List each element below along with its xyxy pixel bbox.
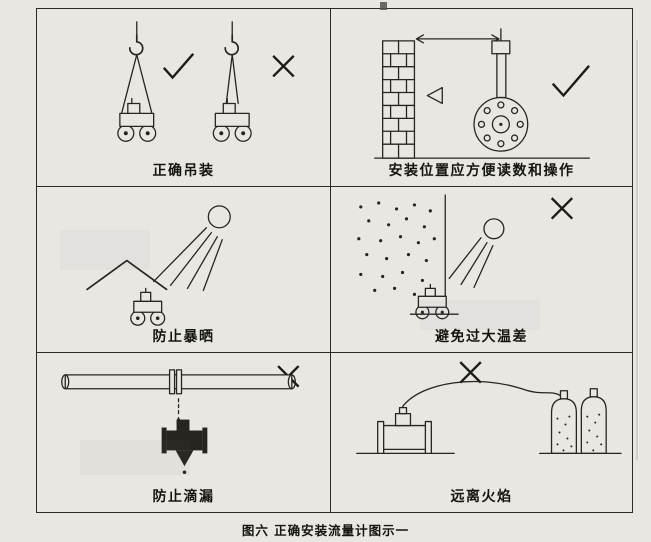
panel-label-sunshade: 防止暴晒 [152,329,215,345]
shade-roof [86,259,168,291]
sun-icon [483,218,505,240]
brick-wall [382,40,416,159]
panel-hoisting: 正确吊装 [37,9,331,187]
hose-line [401,380,564,408]
flow-meter-front [473,28,529,152]
pipe [61,369,296,395]
flow-meter-dark [161,419,208,475]
panel-label-drip: 防止滴漏 [152,489,215,505]
x-icon [459,361,482,384]
sun-rays [448,237,494,289]
check-icon [162,53,195,80]
flow-meter [212,97,252,142]
flow-meter-flanged [377,407,432,455]
sun-rays [153,227,223,292]
x-icon [550,197,574,220]
panel-flame: 远离火焰 [331,353,632,512]
check-icon [551,65,590,98]
x-icon [272,55,295,78]
cold-dots [357,201,436,296]
crane-hook-icon [224,21,239,56]
figure-grid: 正确吊装 [36,8,633,513]
sun-icon [207,205,231,229]
gas-cylinders [538,388,622,455]
drip-illustration [61,365,300,475]
flow-meter [415,283,450,320]
panel-drip: 防止滴漏 [37,353,331,512]
panel-position: 安装位置应方便读数和操作 [331,9,632,187]
flow-meter [117,97,157,142]
panel-label-hoisting: 正确吊装 [152,163,215,179]
flame-illustration [356,361,622,455]
panel-label-temperature: 避免过大温差 [435,329,528,345]
triangle-marker [426,86,443,105]
temperature-illustration [357,194,574,320]
crane-hook-icon [128,21,144,56]
panel-label-position: 安装位置应方便读数和操作 [388,163,575,179]
position-illustration [374,28,590,159]
flow-meter [130,287,166,326]
figure-caption: 图六 正确安装流量计图示一 [241,523,410,538]
sunshade-illustration [86,205,231,326]
hoisting-illustration [117,21,295,142]
panel-sunshade: 防止暴晒 [37,187,331,353]
panel-temperature: 避免过大温差 [331,187,632,353]
scan-artifact [636,40,638,460]
dimension-arrow [415,34,500,44]
panel-label-flame: 远离火焰 [450,489,513,505]
